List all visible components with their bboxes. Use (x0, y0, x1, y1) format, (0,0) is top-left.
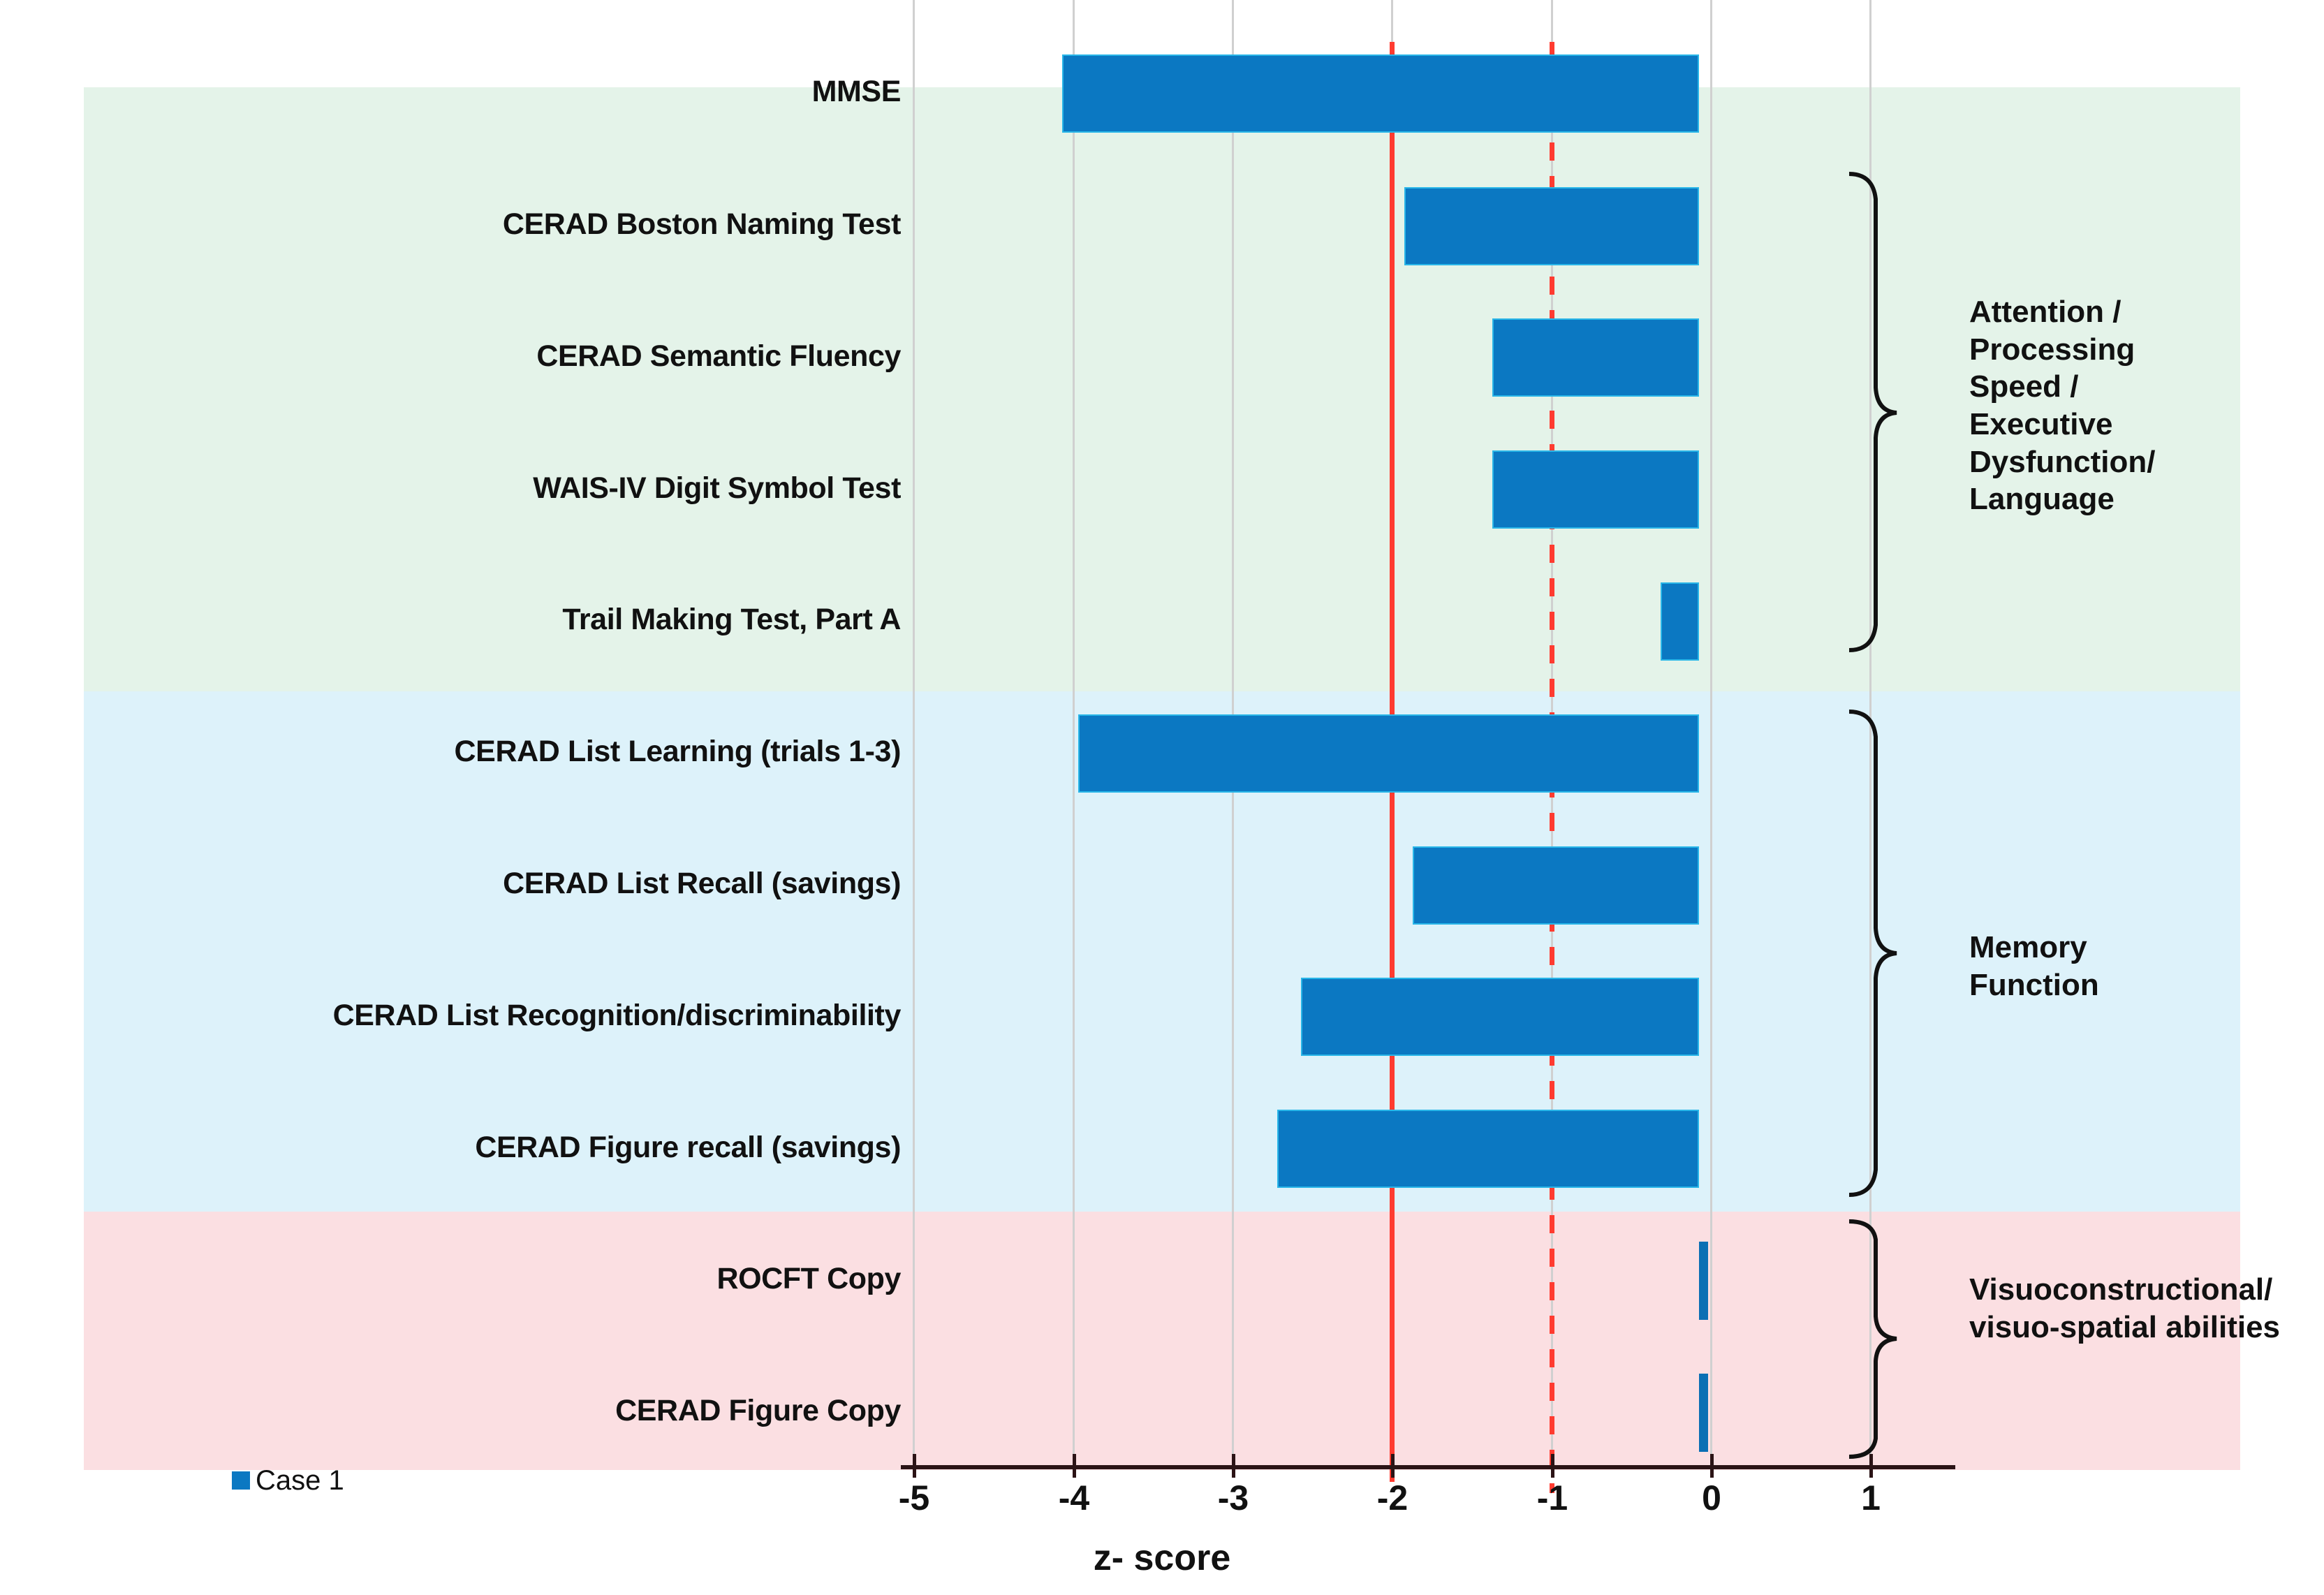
row-label-semantic-fluency: CERAD Semantic Fluency (536, 339, 901, 373)
x-tick-minus1 (1551, 1454, 1554, 1478)
group-label-attention: Attention / Processing Speed / Executive… (1969, 295, 2156, 517)
bar-cerad-figure-copy (1699, 1374, 1708, 1452)
x-tick-label-minus4: -4 (1058, 1478, 1090, 1517)
row-label-list-recall: CERAD List Recall (savings) (503, 867, 901, 900)
x-tick-label-minus3: -3 (1217, 1478, 1249, 1517)
group-label-visuo: Visuoconstructional/ visuo-spatial abili… (1969, 1272, 2281, 1344)
x-tick-minus3 (1232, 1454, 1235, 1478)
bar-rocft-copy (1699, 1242, 1708, 1320)
x-tick-label-minus5: -5 (898, 1478, 930, 1517)
bar-figure-recall (1277, 1110, 1699, 1188)
x-tick-plus1 (1869, 1454, 1873, 1478)
bar-mmse (1062, 54, 1699, 133)
x-axis-title: z- score (1093, 1538, 1231, 1578)
x-tick-label-plus1: 1 (1861, 1478, 1881, 1517)
bar-list-recall (1413, 846, 1699, 925)
bar-list-recognition (1301, 978, 1699, 1056)
x-tick-label-zero: 0 (1702, 1478, 1721, 1517)
bar-list-learning (1078, 714, 1699, 793)
chart-legend: Case 1 (232, 1467, 344, 1494)
legend-swatch-case1 (232, 1471, 250, 1490)
x-tick-label-minus2: -2 (1376, 1478, 1409, 1517)
row-label-cerad-figure-copy: CERAD Figure Copy (615, 1394, 901, 1427)
bar-boston-naming (1404, 187, 1699, 265)
brace-visuo (1848, 1219, 1897, 1459)
group-label-memory: Memory Function (1969, 930, 2099, 1002)
bar-digit-symbol (1492, 450, 1699, 529)
row-label-trail-making-a: Trail Making Test, Part A (562, 603, 901, 636)
gridline-minus4 (1073, 0, 1075, 1465)
row-label-mmse: MMSE (811, 75, 902, 108)
gridline-plus1 (1869, 0, 1871, 1465)
gridline-zero (1710, 0, 1712, 1465)
band-attention (84, 87, 2240, 691)
x-tick-minus4 (1073, 1454, 1076, 1478)
x-axis-line (901, 1465, 1955, 1469)
bar-trail-making-a (1661, 582, 1699, 661)
x-tick-label-minus1: -1 (1536, 1478, 1568, 1517)
row-label-figure-recall: CERAD Figure recall (savings) (475, 1131, 901, 1164)
x-tick-zero (1710, 1454, 1714, 1478)
bar-semantic-fluency (1492, 318, 1699, 397)
gridline-minus5 (913, 0, 915, 1465)
legend-label-case1: Case 1 (256, 1465, 344, 1496)
row-label-list-learning: CERAD List Learning (trials 1-3) (454, 735, 902, 768)
brace-attention (1848, 172, 1897, 652)
row-label-digit-symbol: WAIS-IV Digit Symbol Test (533, 471, 901, 505)
brace-memory (1848, 710, 1897, 1197)
x-tick-minus2 (1391, 1454, 1395, 1478)
row-label-boston-naming: CERAD Boston Naming Test (502, 207, 902, 241)
row-label-list-recognition: CERAD List Recognition/discriminability (332, 999, 902, 1032)
row-label-rocft-copy: ROCFT Copy (716, 1262, 901, 1295)
band-visuo (84, 1212, 2240, 1470)
x-tick-minus5 (913, 1454, 916, 1478)
